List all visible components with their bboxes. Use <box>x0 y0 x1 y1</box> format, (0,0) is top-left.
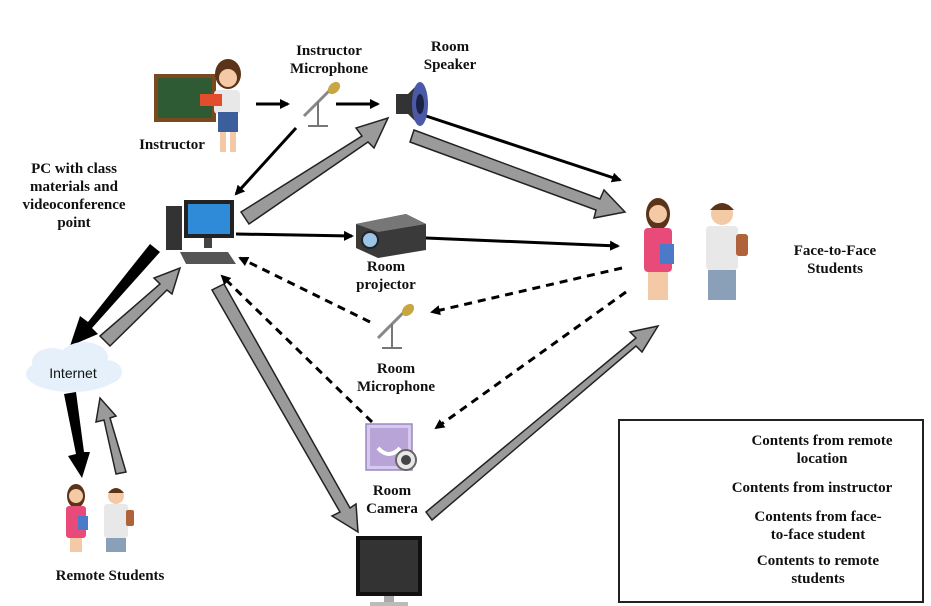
arrow-internet-to-remote <box>64 392 90 478</box>
cloud-icon <box>26 342 122 392</box>
remote-students-label: Remote Students <box>55 568 165 584</box>
arrow-mic-to-pc <box>234 126 298 196</box>
arrow-speaker-to-students-black <box>419 112 622 183</box>
f2f-content-arrows <box>220 256 627 430</box>
legend <box>618 419 924 603</box>
arrow-remote-to-internet <box>95 396 127 475</box>
instructor-microphone-label: Instructor Microphone <box>289 43 369 77</box>
legend-item-to-remote: Contents to remote students <box>756 553 880 587</box>
remote-content-arrows <box>95 116 660 534</box>
room-microphone-icon <box>376 303 415 349</box>
speaker-icon <box>396 82 428 126</box>
arrow-students-to-room-mic <box>430 266 623 316</box>
arrow-monitor-to-students <box>424 324 660 522</box>
arrow-pc-to-projector <box>235 230 354 241</box>
arrow-pc-to-monitor <box>210 283 359 534</box>
arrow-projector-to-students <box>425 236 620 251</box>
to-remote-arrows <box>64 244 160 478</box>
projector-icon <box>356 214 426 258</box>
instructor-label: Instructor <box>139 137 205 153</box>
room-microphone-label: Room Microphone <box>356 361 436 395</box>
arrow-internet-to-pc <box>98 266 182 348</box>
internet-label: Internet <box>49 365 97 381</box>
instructor-content-arrows <box>234 99 622 251</box>
microphone-icon <box>302 81 341 127</box>
legend-item-f2f: Contents from face- to-face student <box>754 509 882 543</box>
arrow-speaker-to-students <box>409 129 627 219</box>
legend-item-remote: Contents from remote location <box>751 433 893 467</box>
monitor-icon <box>356 536 422 606</box>
room-camera-label: Room Camera <box>366 483 418 517</box>
arrow-pc-to-speaker <box>239 116 390 226</box>
arrow-camera-to-pc <box>220 274 374 424</box>
pc-label: PC with class materials and videoconfere… <box>22 161 126 231</box>
face-to-face-students-label: Face-to-Face Students <box>793 243 877 277</box>
arrow-pc-to-internet <box>70 244 160 346</box>
arrow-students-to-camera <box>434 290 627 430</box>
computer-icon <box>166 200 236 264</box>
arrow-room-mic-to-pc <box>238 256 371 324</box>
room-projector-label: Room projector <box>356 259 416 293</box>
remote-students-icon <box>66 484 134 552</box>
webcam-icon <box>365 423 417 471</box>
legend-item-instructor: Contents from instructor <box>731 480 893 496</box>
students-icon <box>644 198 748 300</box>
teacher-icon <box>200 59 241 152</box>
room-speaker-label: Room Speaker <box>423 39 477 73</box>
